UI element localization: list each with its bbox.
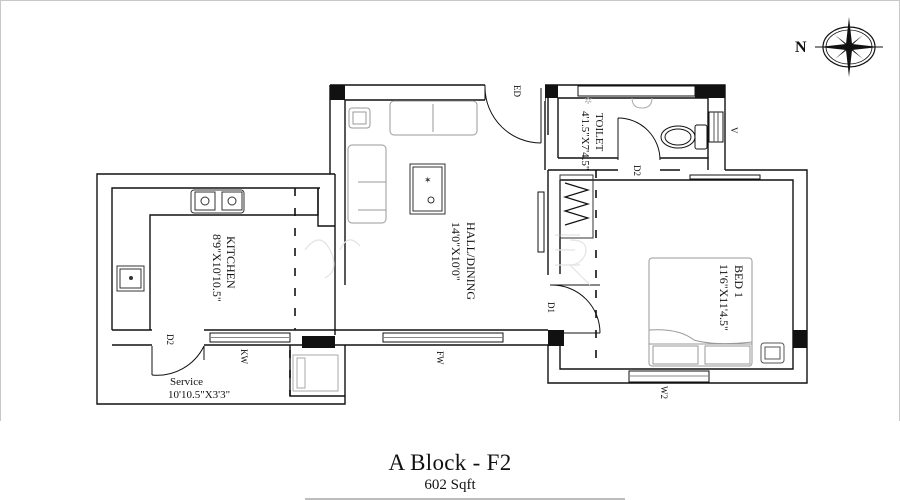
- dashed-divisions: [289, 170, 597, 396]
- kitchen-size: 8'9"X10'10.5": [210, 234, 224, 302]
- compass-rose-icon: [815, 17, 883, 77]
- wardrobe-icon: [559, 174, 594, 239]
- doors: [151, 85, 661, 376]
- window-kw-label: KW: [239, 349, 249, 364]
- wall-openings: [152, 84, 660, 346]
- toilet-size: 4'1.5"X7'4.5": [579, 111, 591, 170]
- bed-label: BED 1: [732, 265, 746, 298]
- washing-machine-icon: [292, 354, 339, 392]
- service-size: 10'10.5"X3'3": [168, 389, 230, 401]
- columns: [302, 85, 807, 348]
- window-w2-label: W2: [659, 386, 669, 399]
- furniture: ✶: [116, 96, 785, 392]
- window-fw-label: FW: [435, 351, 445, 365]
- compass-north-label: N: [795, 39, 807, 56]
- sofa-icon: [347, 144, 387, 224]
- ac-icon: [760, 342, 785, 364]
- toilet-label: TOILET: [593, 113, 605, 152]
- stove-icon: [190, 189, 245, 214]
- door-d2-toilet-label: D2: [632, 165, 642, 176]
- opening-labels: ED D1 D2 D2 FW KW W2 V: [165, 85, 739, 399]
- door-d2-kitchen-label: D2: [165, 334, 175, 345]
- windows: [209, 85, 761, 383]
- plan-title: A Block - F2: [388, 450, 512, 475]
- svg-text:✲: ✲: [584, 96, 592, 107]
- bed-icon: [648, 257, 753, 367]
- coffee-table-icon: ✶: [409, 163, 446, 215]
- door-d1-label: D1: [546, 302, 556, 313]
- kitchen-label: KITCHEN: [224, 236, 238, 289]
- hall-label: HALL/DINING: [464, 222, 478, 300]
- compass: N: [795, 17, 883, 77]
- title-underline: [305, 498, 625, 500]
- door-d3-label: ED: [512, 85, 522, 97]
- hall-size: 14'0"X10'0": [449, 222, 463, 281]
- floor-plan: N: [96, 17, 883, 405]
- room-labels: KITCHEN 8'9"X10'10.5" HALL/DINING 14'0"X…: [168, 111, 746, 401]
- service-label: Service: [170, 376, 203, 388]
- washbasin-icon: [631, 97, 653, 109]
- ventilator-v-label: V: [729, 127, 739, 134]
- svg-text:✶: ✶: [424, 175, 432, 185]
- plan-area: 602 Sqft: [424, 477, 476, 493]
- tv-icon: [348, 107, 371, 129]
- sofa-icon: [389, 100, 478, 136]
- walls: [96, 84, 808, 405]
- title-block: A Block - F2 602 Sqft: [0, 450, 900, 494]
- bed-size: 11'6"X11'4.5": [717, 264, 731, 331]
- wc-icon: [660, 124, 708, 150]
- sink-icon: [116, 265, 145, 292]
